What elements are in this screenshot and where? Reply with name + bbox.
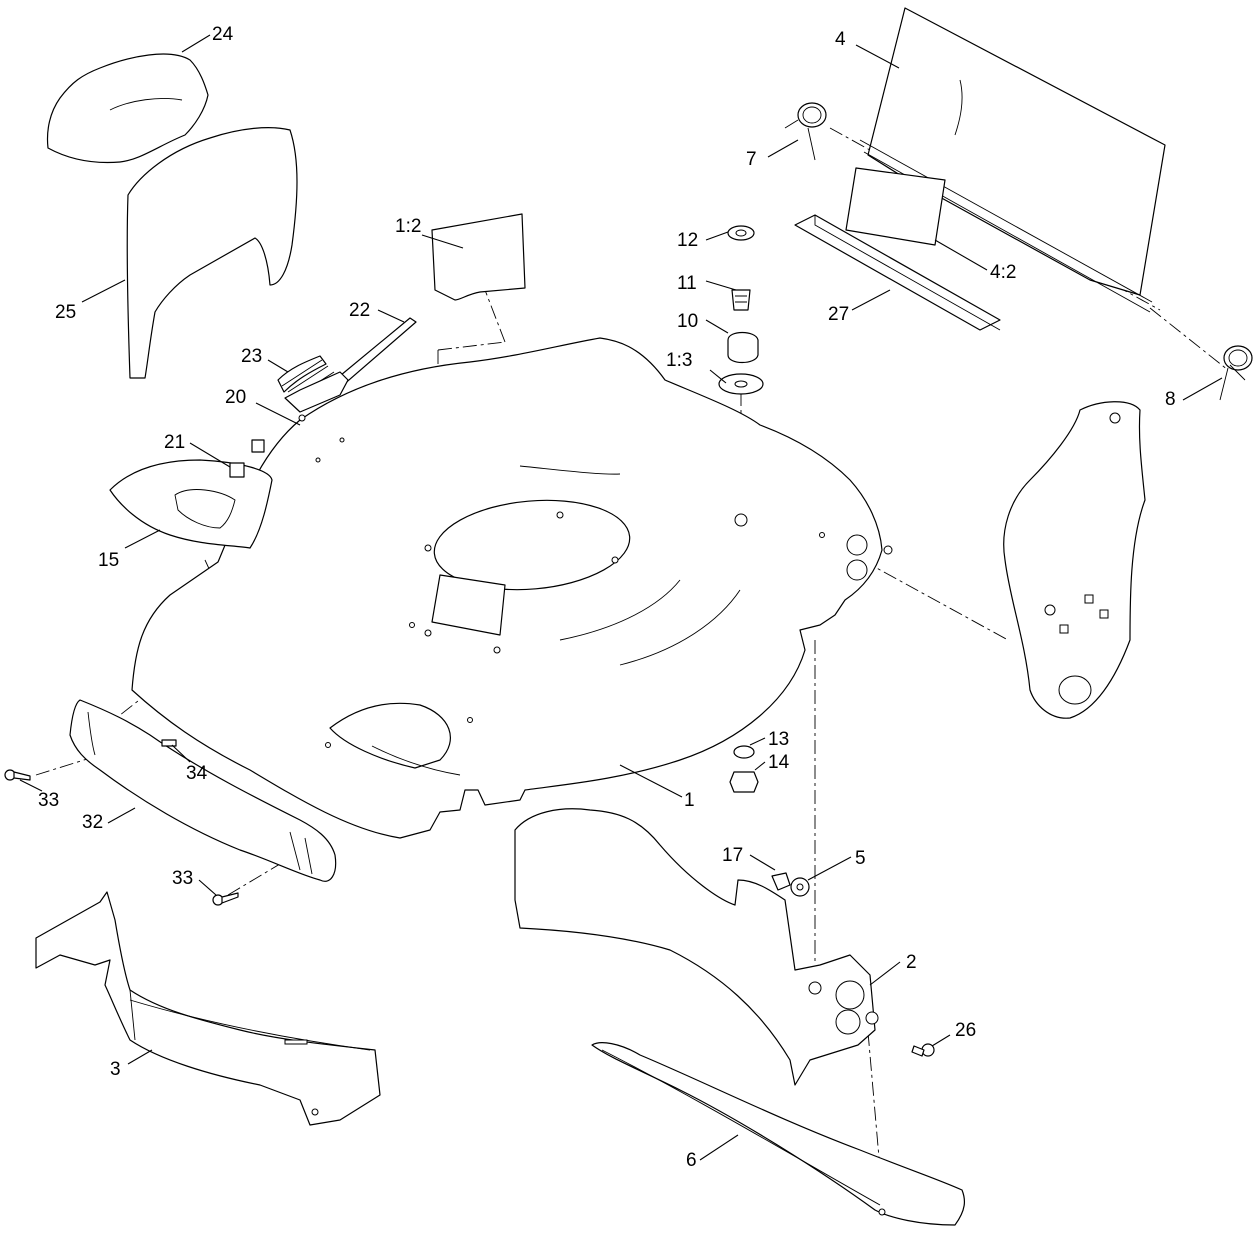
callout-17: 17 (722, 845, 743, 866)
cover-part-24 (46, 53, 209, 164)
callout-23: 23 (241, 346, 262, 367)
callout-3: 3 (110, 1059, 121, 1080)
callout-14: 14 (768, 752, 790, 773)
side-discharge-part-2 (514, 808, 879, 1086)
foam-strip-part-27 (794, 214, 1001, 331)
bracket-assembly-parts-20-23 (229, 317, 417, 478)
screw-part-26 (911, 1043, 935, 1057)
callout-7: 7 (746, 149, 757, 170)
callout-21: 21 (164, 432, 185, 453)
washer-nut-parts-13-14 (729, 745, 759, 793)
flap-label-part-4-2 (845, 167, 946, 246)
deck-label-part-1-2 (431, 213, 526, 301)
deflector-part-6 (591, 1042, 966, 1226)
callout-27: 27 (828, 304, 849, 325)
callout-4: 4 (835, 29, 846, 50)
callout-10: 10 (677, 311, 698, 332)
callout-1-2: 1:2 (395, 216, 421, 237)
logo-plate-part-15 (109, 459, 273, 549)
callout-24: 24 (212, 24, 234, 45)
callout-1-3: 1:3 (666, 350, 692, 371)
callout-12: 12 (677, 230, 698, 251)
side-plate (1003, 401, 1146, 719)
callout-leader-lines (19, 34, 1223, 1161)
callout-22: 22 (349, 300, 370, 321)
callout-1: 1 (684, 790, 695, 811)
callout-33-lower: 33 (172, 868, 193, 889)
mower-deck-part-1 (131, 337, 893, 839)
torsion-springs-parts-7-8 (784, 102, 1253, 401)
callout-6: 6 (686, 1150, 697, 1171)
callout-20: 20 (225, 387, 246, 408)
callout-5: 5 (855, 848, 866, 869)
callout-32: 32 (82, 812, 103, 833)
fastener-stack-parts-10-12 (718, 225, 764, 395)
callout-15: 15 (98, 550, 119, 571)
front-bumper-part-32 (69, 699, 337, 882)
callout-4-2: 4:2 (990, 262, 1016, 283)
screws-part-33 (4, 769, 239, 906)
callout-11: 11 (677, 273, 697, 294)
callout-2: 2 (906, 952, 917, 973)
callout-26: 26 (955, 1020, 976, 1041)
nut-spacer-parts-5-17 (771, 872, 810, 897)
callout-33-left: 33 (38, 790, 59, 811)
callout-25: 25 (55, 302, 76, 323)
rear-shield-part-25 (126, 127, 298, 379)
lower-bracket-part-3 (35, 891, 381, 1126)
callout-34: 34 (186, 763, 208, 784)
callout-labels: 1 1:2 1:3 2 3 4 4:2 5 6 7 8 10 11 12 13 … (38, 24, 1176, 1171)
callout-13: 13 (768, 729, 789, 750)
callout-8: 8 (1165, 389, 1176, 410)
